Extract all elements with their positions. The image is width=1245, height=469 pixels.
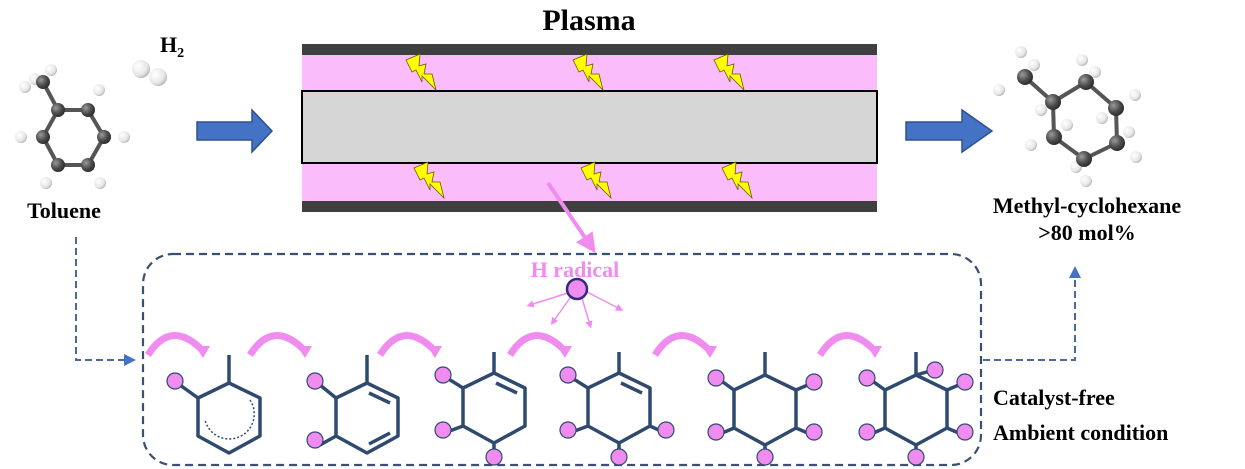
step-arrow-icon bbox=[247, 332, 305, 357]
flow-arrow-out bbox=[983, 266, 1081, 361]
top-electrode bbox=[302, 44, 877, 55]
toluene-molecule bbox=[15, 64, 130, 189]
condition-catalyst-free: Catalyst-free bbox=[993, 385, 1115, 410]
step-arrow-icon bbox=[145, 332, 203, 357]
h-radical-label: H radical bbox=[531, 257, 620, 282]
h2-label: H2 bbox=[160, 32, 184, 61]
condition-ambient: Ambient condition bbox=[993, 420, 1168, 445]
hydrogen-atoms bbox=[166, 361, 974, 466]
product-label: Methyl-cyclohexane bbox=[993, 193, 1181, 218]
step-arrow-icon bbox=[652, 332, 710, 357]
intermediate-1 bbox=[178, 355, 262, 455]
block-arrow-right-icon bbox=[905, 108, 994, 154]
radical-generation-arrow bbox=[546, 181, 596, 254]
h2-molecule bbox=[132, 60, 167, 86]
mechanism-box bbox=[141, 252, 983, 467]
flow-arrow-in bbox=[75, 237, 136, 366]
block-arrow-right-icon bbox=[196, 108, 274, 154]
product-yield: >80 mol% bbox=[1038, 220, 1135, 245]
intermediate-2 bbox=[318, 355, 400, 455]
plasma-title: Plasma bbox=[542, 4, 635, 37]
reactant-label: Toluene bbox=[27, 198, 101, 223]
step-arrow-icon bbox=[377, 332, 435, 357]
step-arrows bbox=[145, 332, 875, 357]
step-arrow-icon bbox=[817, 332, 875, 357]
intermediate-5 bbox=[718, 352, 811, 457]
step-arrow-icon bbox=[507, 332, 565, 357]
dielectric-barrier bbox=[301, 90, 878, 164]
hydrogen-radical-icon bbox=[526, 277, 624, 329]
bottom-electrode bbox=[302, 201, 877, 212]
intermediate-6-methylcyclohexane bbox=[869, 352, 962, 457]
intermediate-4 bbox=[571, 352, 664, 455]
plasma-reactor bbox=[301, 44, 878, 212]
intermediate-3 bbox=[446, 352, 527, 455]
methylcyclohexane-molecule bbox=[993, 46, 1142, 187]
